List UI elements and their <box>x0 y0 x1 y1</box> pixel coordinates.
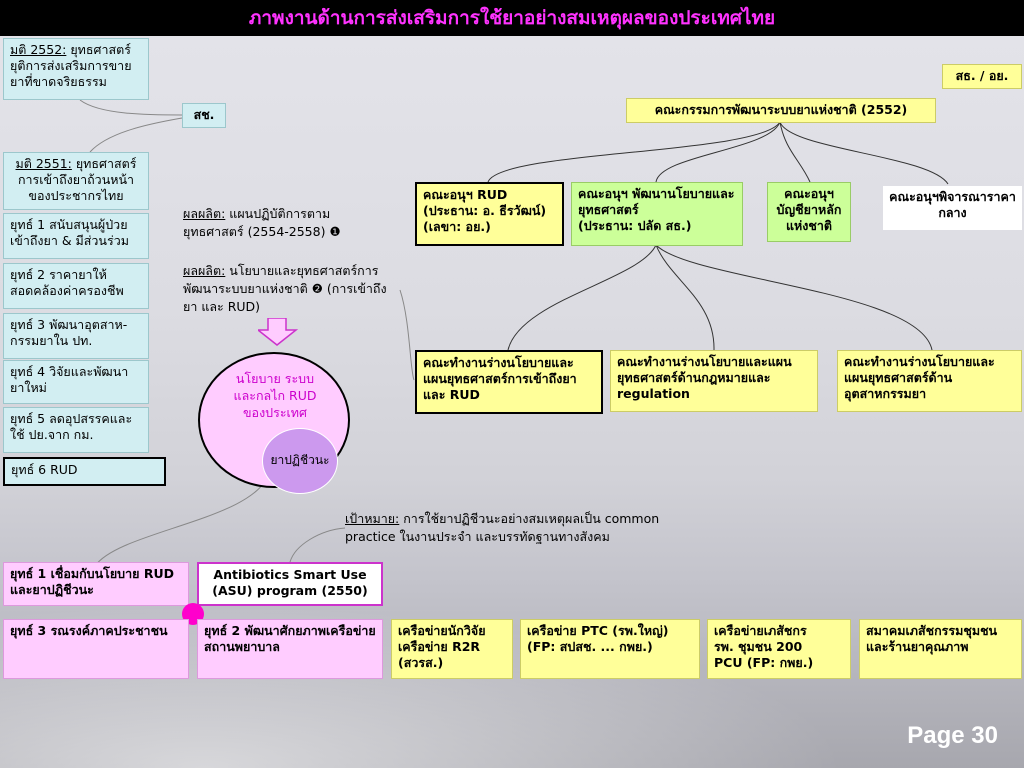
antibiotics-circle-label: ยาปฏิชีวนะ <box>270 453 330 467</box>
working-group-industry-box: คณะทำงานร่างนโยบายและแผนยุทธศาสตร์ด้านอุ… <box>837 350 1022 412</box>
subcommittee-druglist-box: คณะอนุฯ บัญชียาหลักแห่งชาติ <box>767 182 851 242</box>
connector-policy-to-wg3 <box>655 244 933 351</box>
connector-committee-to-policy <box>655 121 781 183</box>
sorch-box: สช. <box>182 103 226 128</box>
strategy-4-box: ยุทธ์ 4 วิจัยและพัฒนายาใหม่ <box>3 360 149 404</box>
connector-target-to-asu <box>289 527 346 563</box>
subcommittee-pricing-box: คณะอนุฯพิจารณาราคากลาง <box>883 186 1022 230</box>
connector-committee-to-pricing <box>779 121 949 185</box>
connector-resolution-to-sorch <box>79 99 183 116</box>
strategy-6-box: ยุทธ์ 6 RUD <box>3 457 166 486</box>
subcommittee-policy-box: คณะอนุฯ พัฒนานโยบายและยุทธศาสตร์ (ประธาน… <box>571 182 743 246</box>
antibiotics-circle <box>262 428 338 494</box>
strategy-2-box: ยุทธ์ 2 ราคายาให้สอดคล้องค่าครองชีพ <box>3 263 149 309</box>
national-committee-box: คณะกรรมการพัฒนาระบบยาแห่งชาติ (2552) <box>626 98 936 123</box>
strategy-3-box: ยุทธ์ 3 พัฒนาอุตสาห-กรรมยาใน ปท. <box>3 313 149 359</box>
bottom-strategy-2-box: ยุทธ์ 2 พัฒนาศักยภาพเครือข่ายสถานพยาบาล <box>197 619 383 679</box>
resolution-2551-box: มติ 2551: ยุทธศาสตร์การเข้าถึงยาถ้วนหน้า… <box>3 152 149 210</box>
network-pharmacists-box: เครือข่ายเภสัชกร รพ. ชุมชน 200 PCU (FP: … <box>707 619 851 679</box>
output-1-body: แผนปฏิบัติการตามยุทธศาสตร์ (2554-2558) ❶ <box>183 206 341 239</box>
strategy-1-box: ยุทธ์ 1 สนับสนุนผู้ป่วยเข้าถึงยา & มีส่ว… <box>3 213 149 259</box>
resolution-2552-text: ยุทธศาสตร์ยุติการส่งเสริมการขายยาที่ขาดจ… <box>10 42 132 89</box>
resolution-2551-text: ยุทธศาสตร์การเข้าถึงยาถ้วนหน้าของประชากร… <box>17 156 137 203</box>
output-2-text: ผลผลิต: นโยบายและยุทธศาสตร์การพัฒนาระบบย… <box>183 262 393 316</box>
connector-resolution2551-to-sorch <box>89 117 183 153</box>
connector-policy-to-wg2 <box>655 244 715 351</box>
connector-committee-to-druglist <box>779 121 811 183</box>
community-pharmacy-box: สมาคมเภสัชกรรมชุมชน และร้านยาคุณภาพ <box>859 619 1022 679</box>
page-title: ภาพงานด้านการส่งเสริมการใช้ยาอย่างสมเหตุ… <box>0 0 1024 36</box>
policy-circle-label: นโยบาย ระบบและกลไก RUD ของประเทศ <box>233 371 317 420</box>
subcommittee-rud-box: คณะอนุฯ RUD (ประธาน: อ. ธีรวัฒน์) (เลขา:… <box>415 182 564 246</box>
page-number: Page 30 <box>907 722 998 749</box>
output-2-prefix: ผลผลิต: <box>183 263 226 278</box>
output-1-text: ผลผลิต: แผนปฏิบัติการตามยุทธศาสตร์ (2554… <box>183 205 383 241</box>
bottom-strategy-3-box: ยุทธ์ 3 รณรงค์ภาคประชาชน <box>3 619 189 679</box>
connector-output-to-wg1 <box>399 289 415 381</box>
network-ptc-box: เครือข่าย PTC (รพ.ใหญ่) (FP: สปสช. ... ก… <box>520 619 700 679</box>
arrow-down-icon <box>258 318 298 346</box>
moph-fda-box: สธ. / อย. <box>942 64 1022 89</box>
target-prefix: เป้าหมาย: <box>345 511 400 526</box>
resolution-2552-prefix: มติ 2552: <box>10 42 67 57</box>
resolution-2552-box: มติ 2552: ยุทธศาสตร์ยุติการส่งเสริมการขา… <box>3 38 149 100</box>
target-text: เป้าหมาย: การใช้ยาปฏิชีวนะอย่างสมเหตุผลเ… <box>345 510 690 546</box>
resolution-2551-prefix: มติ 2551: <box>15 156 72 171</box>
working-group-access-rud-box: คณะทำงานร่างนโยบายและแผนยุทธศาสตร์การเข้… <box>415 350 603 414</box>
network-researchers-box: เครือข่ายนักวิจัย เครือข่าย R2R (สวรส.) <box>391 619 513 679</box>
bottom-strategy-1-box: ยุทธ์ 1 เชื่อมกับนโยบาย RUD และยาปฏิชีวน… <box>3 562 189 606</box>
target-body: การใช้ยาปฏิชีวนะอย่างสมเหตุผลเป็น common… <box>345 511 660 544</box>
output-1-prefix: ผลผลิต: <box>183 206 226 221</box>
output-2-body: นโยบายและยุทธศาสตร์การพัฒนาระบบยาแห่งชาต… <box>183 263 387 314</box>
asu-program-box: Antibiotics Smart Use (ASU) program (255… <box>197 562 383 606</box>
connector-policy-to-wg1 <box>507 244 657 351</box>
working-group-law-box: คณะทำงานร่างนโยบายและแผนยุทธศาสตร์ด้านกฎ… <box>610 350 818 412</box>
strategy-5-box: ยุทธ์ 5 ลดอุปสรรคและใช้ ปย.จาก กม. <box>3 407 149 453</box>
connector-committee-to-subcommittees <box>487 121 781 183</box>
